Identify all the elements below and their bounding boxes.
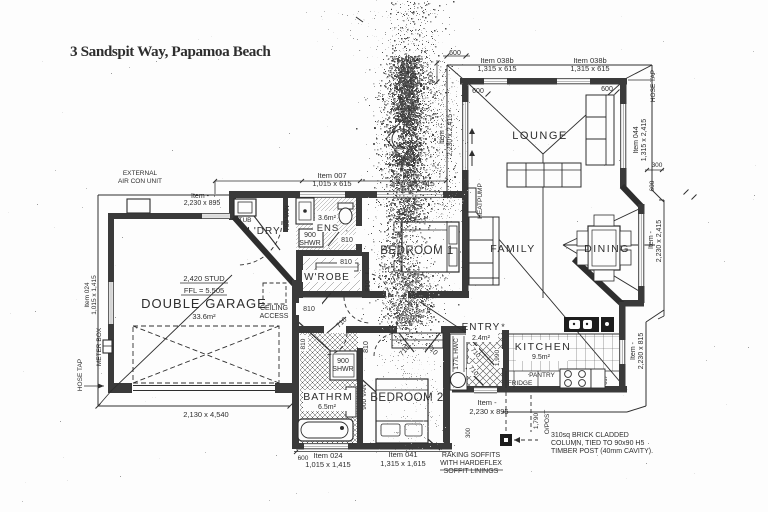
svg-text:Item -: Item - <box>477 398 497 407</box>
svg-text:AIR CON UNIT: AIR CON UNIT <box>118 178 162 185</box>
svg-text:1,315 x 615: 1,315 x 615 <box>570 64 609 73</box>
svg-text:BEDROOM 1: BEDROOM 1 <box>380 245 454 257</box>
svg-text:BEDROOM 2: BEDROOM 2 <box>370 392 444 404</box>
svg-text:900: 900 <box>337 358 349 365</box>
svg-text:2,230 x 895: 2,230 x 895 <box>184 200 221 207</box>
svg-text:SHWR: SHWR <box>332 366 353 373</box>
svg-text:ACCESS: ACCESS <box>260 313 289 320</box>
svg-text:BATHRM: BATHRM <box>303 391 353 403</box>
svg-text:*: * <box>501 322 505 332</box>
svg-text:2,230 x 2,415: 2,230 x 2,415 <box>656 220 663 263</box>
svg-text:3.6m²: 3.6m² <box>318 215 337 222</box>
svg-text:810: 810 <box>341 237 353 244</box>
svg-text:Item 024: Item 024 <box>84 282 91 308</box>
svg-text:Item -: Item - <box>630 341 637 360</box>
svg-text:FFL = 5.505: FFL = 5.505 <box>184 286 224 295</box>
svg-text:900: 900 <box>304 232 316 239</box>
svg-text:177L HWC: 177L HWC <box>453 338 460 370</box>
svg-text:2,420 STUD: 2,420 STUD <box>183 274 225 283</box>
svg-text:600: 600 <box>449 50 461 57</box>
svg-text:2,230 x 815: 2,230 x 815 <box>638 333 645 370</box>
svg-text:1,790: 1,790 <box>533 412 540 429</box>
svg-text:PANTRY: PANTRY <box>529 372 555 379</box>
svg-text:1,015 x 1,415: 1,015 x 1,415 <box>305 460 350 469</box>
svg-text:Item 044: Item 044 <box>633 126 640 153</box>
svg-text:TUB: TUB <box>239 217 252 224</box>
svg-text:310sq BRICK CLADDED: 310sq BRICK CLADDED <box>551 432 629 439</box>
svg-text:1,315 x 615: 1,315 x 615 <box>477 64 516 73</box>
svg-text:750 VAN: 750 VAN <box>284 205 291 231</box>
svg-text:A: A <box>399 131 405 140</box>
svg-text:LOUNGE: LOUNGE <box>512 130 567 142</box>
svg-text:Item 038b: Item 038b <box>480 56 513 65</box>
svg-text:Item 041: Item 041 <box>388 450 417 459</box>
svg-text:W'ROBE: W'ROBE <box>304 272 350 283</box>
svg-text:HOSE TAP: HOSE TAP <box>77 359 84 391</box>
svg-text:2,130 x 4,540: 2,130 x 4,540 <box>183 410 228 419</box>
svg-text:2.4m²: 2.4m² <box>472 335 491 342</box>
svg-text:6.5m²: 6.5m² <box>318 404 337 411</box>
svg-text:DINING: DINING <box>584 243 630 255</box>
svg-text:1,315 x 2,415: 1,315 x 2,415 <box>641 119 648 162</box>
svg-text:600: 600 <box>472 88 484 95</box>
svg-text:1,990: 1,990 <box>494 349 501 366</box>
svg-text:300: 300 <box>466 427 472 438</box>
svg-text:SOFFIT LININGS: SOFFIT LININGS <box>444 468 499 475</box>
svg-text:9.5m²: 9.5m² <box>532 354 551 361</box>
svg-text:HEATPUMP: HEATPUMP <box>477 183 484 219</box>
svg-text:600: 600 <box>601 86 613 93</box>
svg-text:KITCHEN: KITCHEN <box>515 341 572 353</box>
svg-text:ENS: ENS <box>317 223 340 234</box>
svg-text:600: 600 <box>298 455 309 462</box>
svg-text:EXTERNAL: EXTERNAL <box>123 170 158 177</box>
svg-text:Item -: Item - <box>648 230 655 249</box>
svg-text:Item - ¬: Item - ¬ <box>191 193 215 200</box>
svg-text:2,230 x 895: 2,230 x 895 <box>469 407 508 416</box>
svg-text:1,015 x 615: 1,015 x 615 <box>312 179 351 188</box>
svg-text:810: 810 <box>365 280 372 292</box>
svg-text:WITH HARDEFLEX: WITH HARDEFLEX <box>440 460 502 467</box>
svg-text:817: 817 <box>603 375 609 384</box>
svg-text:SHWR: SHWR <box>299 240 320 247</box>
svg-text:ENTRY: ENTRY <box>462 322 501 333</box>
svg-text:810: 810 <box>303 306 315 313</box>
svg-text:810: 810 <box>363 341 370 353</box>
svg-text:3 Sandspit Way, Papamoa Beach: 3 Sandspit Way, Papamoa Beach <box>70 43 271 60</box>
svg-text:FAMILY: FAMILY <box>490 243 536 255</box>
svg-text:900 VAN: 900 VAN <box>361 384 368 410</box>
svg-text:Item 007: Item 007 <box>317 171 346 180</box>
svg-text:Item 024: Item 024 <box>313 451 342 460</box>
svg-text:Item -: Item - <box>439 125 446 144</box>
svg-text:1,315 x 1,615: 1,315 x 1,615 <box>380 459 425 468</box>
svg-text:1,015 x 1,415: 1,015 x 1,415 <box>91 275 98 315</box>
svg-text:2,230 x 2,415: 2,230 x 2,415 <box>447 114 454 157</box>
svg-text:810: 810 <box>340 259 352 266</box>
svg-text:600: 600 <box>649 180 656 191</box>
svg-text:COLUMN, TIED TO 90x90 H5: COLUMN, TIED TO 90x90 H5 <box>551 440 644 447</box>
svg-text:METER BOX: METER BOX <box>96 327 103 366</box>
svg-text:600: 600 <box>428 72 435 84</box>
svg-text:810: 810 <box>300 338 307 349</box>
svg-text:33.6m²: 33.6m² <box>192 312 216 321</box>
svg-text:DOUBLE GARAGE: DOUBLE GARAGE <box>141 296 267 311</box>
svg-text:L'DRY: L'DRY <box>247 226 280 237</box>
svg-text:RAKING SOFFITS: RAKING SOFFITS <box>442 452 501 459</box>
svg-text:Item 038b: Item 038b <box>573 56 606 65</box>
svg-text:O/POST: O/POST <box>544 410 551 435</box>
svg-text:300: 300 <box>652 162 663 169</box>
svg-text:CEILING: CEILING <box>260 305 288 312</box>
svg-text:HOSE TAP: HOSE TAP <box>650 70 657 102</box>
svg-text:FRIDGE: FRIDGE <box>508 380 533 387</box>
svg-text:TIMBER POST (40mm CAVITY).: TIMBER POST (40mm CAVITY). <box>551 448 653 455</box>
